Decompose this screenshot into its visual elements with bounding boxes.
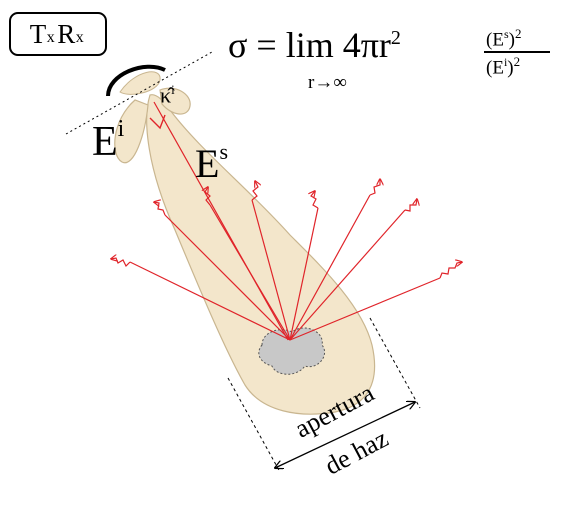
radar-target xyxy=(258,327,326,375)
scattered-field-label: Es xyxy=(195,138,228,186)
transceiver-sub-1: x xyxy=(46,29,56,46)
formula-fraction-bar xyxy=(484,51,550,53)
scattered-ray-8 xyxy=(289,277,441,341)
scattered-ray-7 xyxy=(289,209,406,341)
scattered-ray-2 xyxy=(164,214,291,341)
formula-term-exp: 2 xyxy=(390,27,401,49)
scattered-ray-5 xyxy=(289,207,319,341)
incident-ray xyxy=(153,101,289,341)
scattered-ray-6 xyxy=(289,194,371,341)
transceiver-r: R xyxy=(57,18,76,49)
scattered-rays xyxy=(111,179,462,341)
formula-lim: lim xyxy=(285,25,334,65)
transceiver-sub-2: x xyxy=(75,29,85,46)
antenna-dish xyxy=(106,64,166,97)
scattered-ray-3 xyxy=(209,204,291,341)
wave-vector-label: κ̂i xyxy=(160,82,175,108)
formula-lim-sub: r→∞ xyxy=(308,72,347,93)
formula-term: 4πr xyxy=(342,25,391,65)
formula-denominator: (Ei)2 xyxy=(486,54,521,79)
incident-field-label: Ei xyxy=(92,116,125,165)
formula-numerator: (Es)2 xyxy=(486,26,522,51)
scattered-ray-4 xyxy=(251,199,291,341)
incident-ray-arrow xyxy=(149,114,166,130)
main-beam-lobe xyxy=(146,94,376,415)
transceiver-t: T xyxy=(29,18,47,49)
back-lobe xyxy=(159,87,191,115)
aperture-dimension-arrow xyxy=(275,402,415,468)
aperture-extension-right xyxy=(369,317,421,409)
antenna-feed xyxy=(119,71,161,95)
scattered-ray-1 xyxy=(129,261,291,341)
side-beam-lobe xyxy=(114,99,149,164)
formula-lhs: σ = xyxy=(228,25,286,65)
